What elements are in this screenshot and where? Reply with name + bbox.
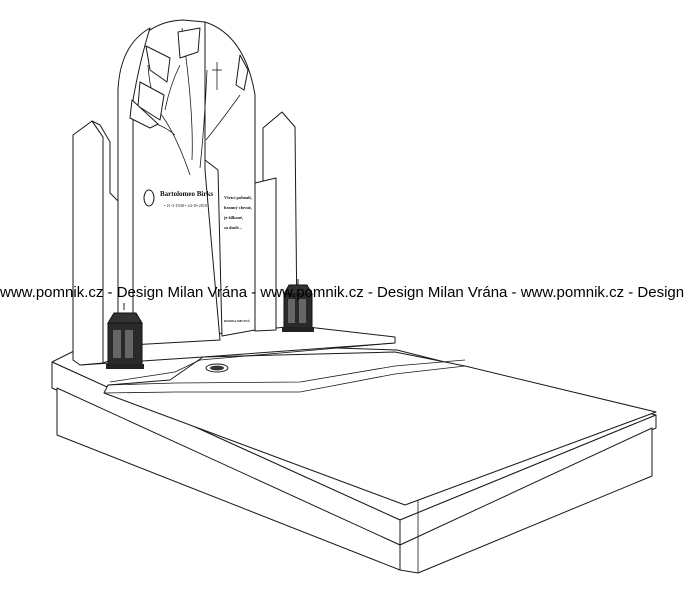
deceased-name: Bartolomeo Birks — [160, 190, 213, 198]
headstone-right-face — [204, 21, 256, 337]
slab-curve-edge — [103, 365, 466, 394]
headstone-left-edge — [117, 27, 151, 356]
slab-top — [103, 351, 657, 506]
verse-line-4: sa doslé... — [224, 225, 242, 230]
deceased-dates: • 21-5-1940 • 24-10-2010 — [164, 203, 207, 208]
tree-leaf-4 — [177, 27, 201, 59]
watermark-text: www.pomnik.cz - Design Milan Vrána - www… — [0, 284, 685, 301]
tree-leaf-3 — [129, 99, 159, 129]
base-right-face — [399, 427, 653, 574]
verse-line-3: je žilkoné, — [223, 215, 243, 220]
verse-line-1: Všetci pohnali, — [224, 195, 252, 200]
slab-step-front — [109, 342, 396, 383]
portrait-oval — [143, 189, 155, 207]
base-right-lip — [399, 414, 657, 546]
cover-slab — [103, 342, 657, 506]
tree-leaf-2 — [137, 81, 165, 121]
right-pillar-inner — [254, 177, 277, 332]
tree-leaf-5 — [235, 54, 249, 91]
tree-branches — [137, 27, 241, 176]
tree-leaf-1 — [145, 45, 171, 83]
left-pillar-front — [72, 120, 104, 366]
vase-holder-inner — [210, 365, 224, 371]
tree-relief — [129, 27, 249, 176]
slab-curve-edge-2 — [107, 359, 466, 386]
right-lantern — [282, 279, 314, 332]
inscription-footer: RODINA SMUTNÁ — [224, 318, 251, 323]
right-pillar — [254, 111, 298, 332]
headstone-main — [117, 19, 256, 356]
left-lantern — [106, 303, 144, 369]
verse-line-2: hranný clovuž, — [224, 205, 252, 210]
left-pillar — [72, 120, 121, 366]
inscription: Bartolomeo Birks • 21-5-1940 • 24-10-201… — [143, 189, 252, 323]
